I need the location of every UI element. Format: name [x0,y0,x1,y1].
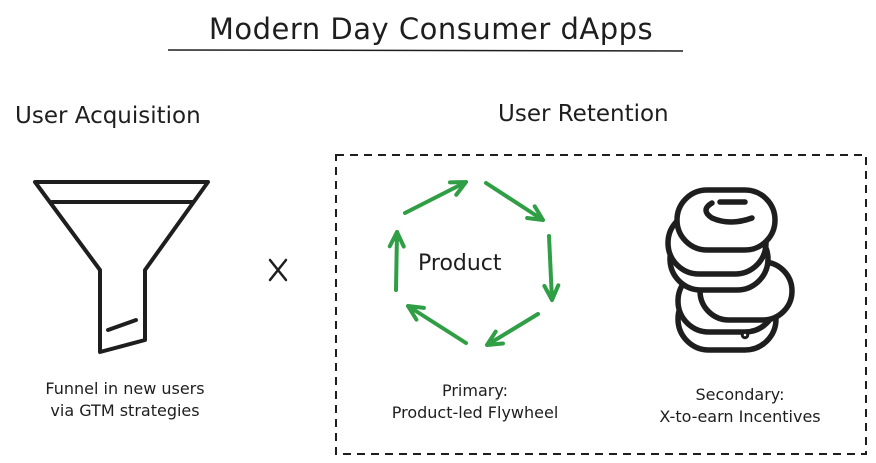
flywheel-arrow-icon [403,180,468,215]
coin-stack-icon [665,187,795,353]
secondary-caption: Secondary: X-to-earn Incentives [625,384,855,428]
caption-line: Secondary: [695,385,785,404]
caption-line: X-to-earn Incentives [659,407,821,426]
acquisition-caption: Funnel in new users via GTM strategies [20,378,230,422]
page-title: Modern Day Consumer dApps [208,12,654,46]
flywheel-arrow-icon [484,181,545,222]
multiply-icon [268,258,288,282]
flywheel-arrow-icon [406,304,468,345]
flywheel-arrow-icon [387,230,406,292]
retention-dashed-box [335,154,867,455]
title-underline [167,49,684,52]
caption-line: Primary: [441,381,509,400]
caption-line: Product-led Flywheel [391,403,559,422]
retention-heading: User Retention [498,101,669,127]
flywheel-center-label: Product [418,251,502,276]
flywheel-arrow-icon [542,234,561,302]
primary-caption: Primary: Product-led Flywheel [360,380,590,424]
caption-line: via GTM strategies [50,401,200,420]
acquisition-heading: User Acquisition [15,103,201,129]
caption-line: Funnel in new users [45,379,205,398]
funnel-icon [33,180,210,354]
flywheel-arrow-icon [485,312,540,347]
